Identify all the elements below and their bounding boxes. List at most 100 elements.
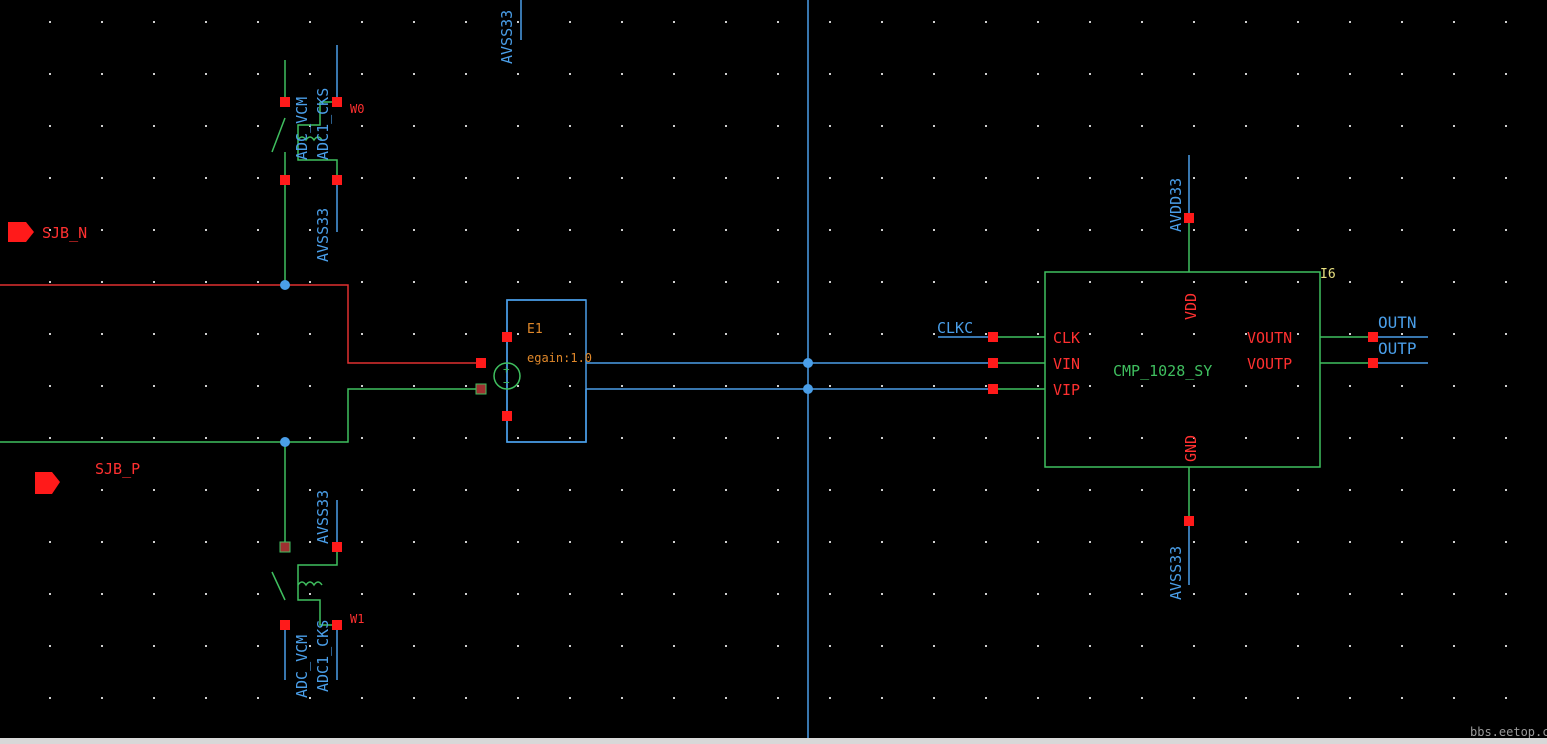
grid-dot — [1505, 21, 1507, 23]
grid-dot — [1193, 489, 1195, 491]
top-net-avss33: AVSS33 — [498, 10, 516, 64]
grid-dot — [1453, 541, 1455, 543]
grid-dot — [101, 645, 103, 647]
net-avdd33: AVDD33 — [1167, 178, 1185, 232]
grid-dot — [829, 437, 831, 439]
grid-dot — [1037, 21, 1039, 23]
grid-dots — [49, 21, 1507, 699]
grid-dot — [49, 177, 51, 179]
grid-dot — [465, 177, 467, 179]
grid-dot — [465, 21, 467, 23]
grid-dot — [309, 697, 311, 699]
grid-dot — [1453, 697, 1455, 699]
grid-dot — [309, 73, 311, 75]
grid-dot — [1193, 73, 1195, 75]
vcvs-instance-label: E1 — [527, 322, 543, 337]
grid-dot — [881, 281, 883, 283]
grid-dot — [413, 541, 415, 543]
grid-dot — [257, 73, 259, 75]
grid-dot — [517, 177, 519, 179]
grid-dot — [1037, 177, 1039, 179]
grid-dot — [1505, 281, 1507, 283]
grid-dot — [1037, 437, 1039, 439]
grid-dot — [621, 489, 623, 491]
grid-dot — [1089, 489, 1091, 491]
grid-dot — [49, 437, 51, 439]
grid-dot — [205, 125, 207, 127]
w1-instance-label: W1 — [350, 612, 364, 626]
grid-dot — [1089, 333, 1091, 335]
grid-dot — [829, 73, 831, 75]
pin-label-sjb-n: SJB_N — [42, 224, 87, 242]
grid-dot — [205, 437, 207, 439]
grid-dot — [673, 385, 675, 387]
grid-dot — [1245, 385, 1247, 387]
grid-dot — [361, 437, 363, 439]
grid-dot — [881, 593, 883, 595]
grid-dot — [517, 125, 519, 127]
grid-dot — [569, 229, 571, 231]
grid-dot — [465, 125, 467, 127]
grid-dot — [309, 229, 311, 231]
grid-dot — [621, 125, 623, 127]
net-avss33-bottom: AVSS33 — [1167, 546, 1185, 600]
grid-dot — [413, 385, 415, 387]
grid-dot — [1141, 645, 1143, 647]
grid-dot — [985, 229, 987, 231]
grid-dot — [153, 385, 155, 387]
grid-dot — [1505, 125, 1507, 127]
grid-dot — [361, 541, 363, 543]
grid-dot — [1453, 125, 1455, 127]
grid-dot — [673, 73, 675, 75]
grid-dot — [309, 541, 311, 543]
watermark: bbs.eetop.cn — [1470, 725, 1547, 739]
grid-dot — [413, 697, 415, 699]
grid-dot — [569, 645, 571, 647]
grid-dot — [153, 541, 155, 543]
grid-dot — [881, 125, 883, 127]
pin-shape-sjb-p[interactable] — [35, 472, 60, 494]
vcvs-box[interactable] — [506, 299, 587, 443]
pin-marker-outline-e1 — [475, 383, 487, 395]
grid-dot — [101, 125, 103, 127]
grid-dot — [933, 229, 935, 231]
comparator-box[interactable] — [1044, 271, 1321, 468]
grid-dot — [1297, 437, 1299, 439]
grid-dot — [1453, 21, 1455, 23]
grid-dot — [777, 593, 779, 595]
grid-dot — [621, 177, 623, 179]
grid-dot — [1141, 489, 1143, 491]
grid-dot — [1297, 333, 1299, 335]
grid-dot — [1141, 437, 1143, 439]
pin-shape-sjb-n[interactable] — [8, 222, 34, 242]
grid-dot — [1141, 281, 1143, 283]
grid-dot — [777, 437, 779, 439]
grid-dot — [361, 385, 363, 387]
grid-dot — [829, 21, 831, 23]
grid-dot — [569, 21, 571, 23]
grid-dot — [621, 73, 623, 75]
grid-dot — [1401, 125, 1403, 127]
grid-dot — [1505, 489, 1507, 491]
grid-dot — [1401, 697, 1403, 699]
grid-dot — [1245, 125, 1247, 127]
w0-net-avss33: AVSS33 — [314, 208, 332, 262]
grid-dot — [881, 177, 883, 179]
wire-sjb-p — [0, 388, 481, 443]
wire-w0-coil — [297, 102, 338, 180]
grid-dot — [621, 21, 623, 23]
grid-dot — [1245, 489, 1247, 491]
grid-dot — [465, 385, 467, 387]
wire-w1-coil-loops — [297, 581, 323, 587]
grid-dot — [881, 437, 883, 439]
grid-dot — [361, 697, 363, 699]
grid-dot — [1037, 541, 1039, 543]
grid-dot — [413, 333, 415, 335]
grid-dot — [725, 593, 727, 595]
grid-dot — [829, 281, 831, 283]
grid-dot — [985, 541, 987, 543]
grid-dot — [569, 593, 571, 595]
grid-dot — [309, 489, 311, 491]
grid-dot — [517, 281, 519, 283]
